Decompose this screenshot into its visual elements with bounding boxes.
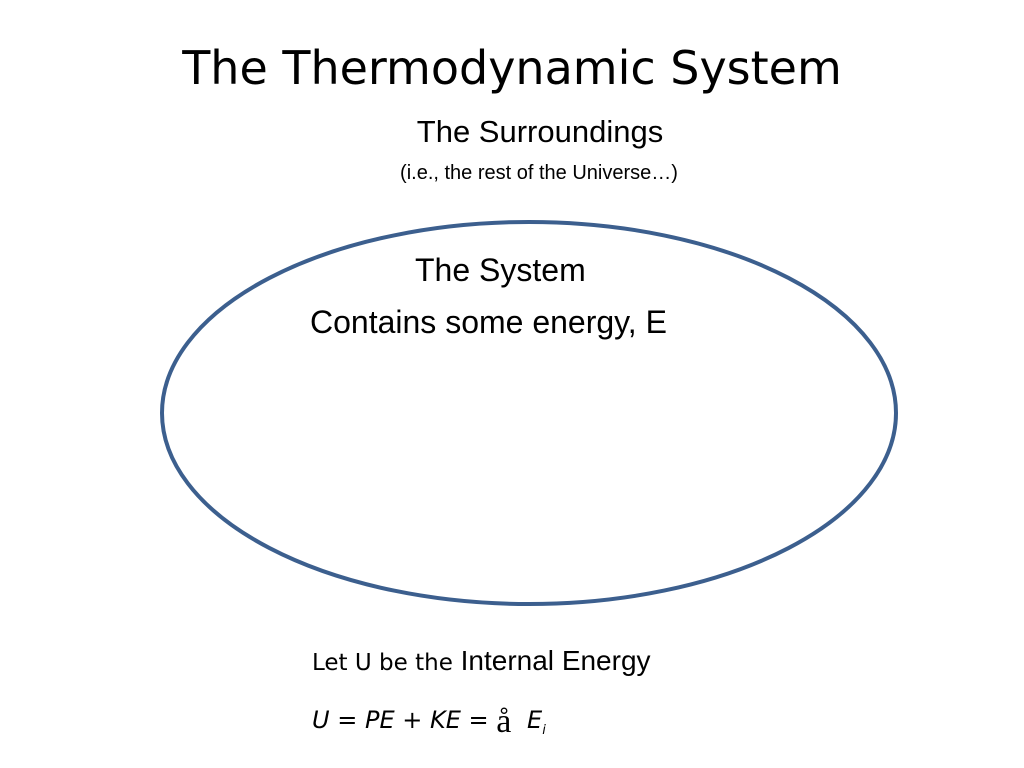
system-description: Contains some energy, E <box>310 304 667 340</box>
surroundings-label: The Surroundings <box>416 114 664 149</box>
slide-title: The Thermodynamic System <box>182 41 842 95</box>
equation-plus: + <box>402 706 423 734</box>
equation-lhs: U <box>312 706 330 734</box>
energy-word: Energy <box>561 645 651 676</box>
equation-ke: KE <box>430 706 461 734</box>
equation-equals-2: = <box>468 706 489 734</box>
internal-energy-statement: Let U be the Internal Energy <box>312 643 651 681</box>
internal-energy-prefix: Let U be the <box>312 650 453 676</box>
equation-subscript: i <box>542 722 546 738</box>
internal-energy-equation: U = PE + KE = å Ei <box>312 700 546 749</box>
equation-term: E <box>527 706 543 734</box>
system-label: The System <box>415 252 586 288</box>
surroundings-note: (i.e., the rest of the Universe…) <box>400 162 678 184</box>
summation-symbol: å <box>496 703 512 740</box>
equation-pe: PE <box>364 706 395 734</box>
system-boundary-ellipse <box>160 220 898 606</box>
equation-equals-1: = <box>337 706 358 734</box>
internal-word: Internal <box>460 645 555 676</box>
